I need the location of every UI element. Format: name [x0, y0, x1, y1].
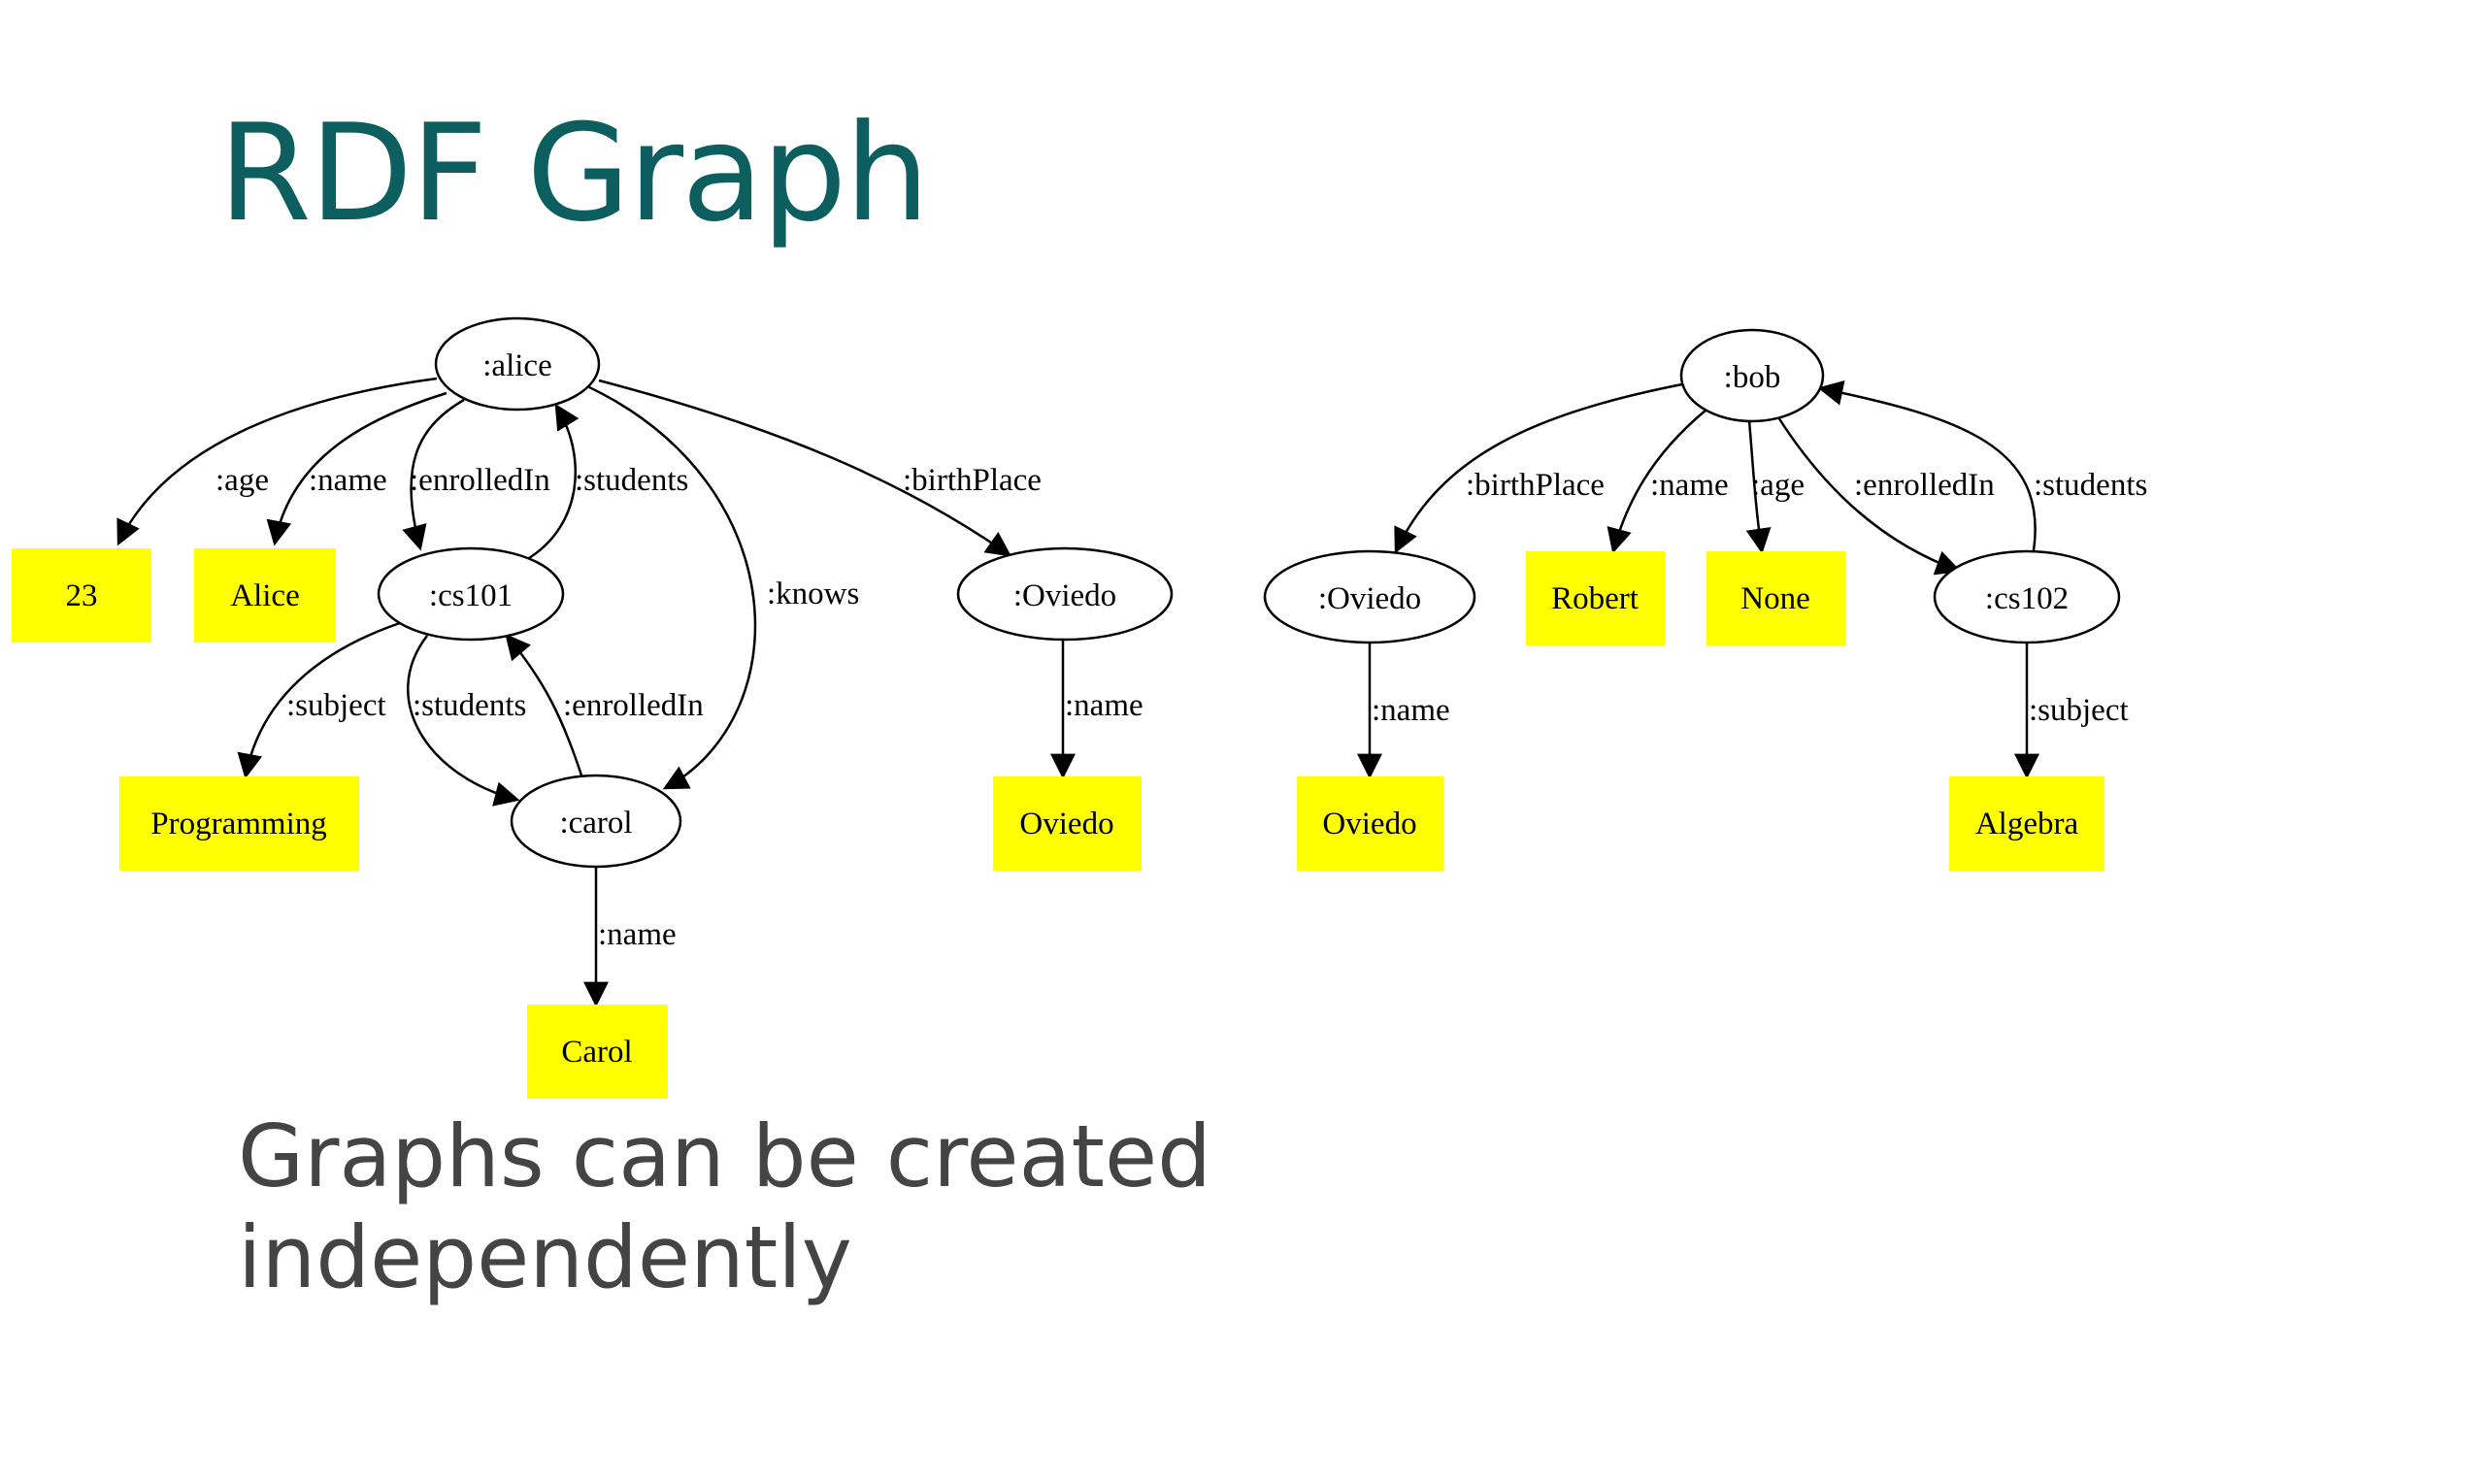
node-oviedo-right-label: :Oviedo	[1318, 581, 1421, 616]
edge-bob-birthPlace	[1394, 382, 1683, 554]
label-right-oviedo-name: :name	[1372, 693, 1450, 728]
label-name: :name	[309, 463, 387, 498]
edge-cs101-subject	[237, 621, 401, 779]
literal-age-23-label: 23	[66, 578, 98, 613]
literal-robert-label: Robert	[1551, 581, 1639, 616]
label-cs101-students: :students	[413, 688, 526, 723]
literal-oviedo-right: Oviedo	[1297, 776, 1443, 871]
node-bob: :bob	[1679, 328, 1825, 423]
edge-carol-enrolledIn	[505, 634, 584, 779]
right-graph-literals: Robert None Oviedo Algebra	[1297, 551, 2104, 871]
literal-programming: Programming	[119, 776, 359, 871]
literal-carol: Carol	[527, 1005, 668, 1099]
node-cs102-label: :cs102	[1985, 581, 2069, 616]
node-carol: :carol	[510, 774, 682, 869]
literal-carol-label: Carol	[561, 1035, 632, 1070]
label-right-students: :students	[2034, 468, 2147, 503]
label-carol-name: :name	[598, 917, 677, 952]
literal-none-label: None	[1740, 581, 1809, 616]
node-alice-label: :alice	[482, 348, 551, 383]
edge-cs102-students-bob	[1817, 380, 2037, 551]
node-cs101: :cs101	[377, 546, 565, 642]
literal-programming-label: Programming	[150, 807, 326, 841]
edge-alice-birthPlace	[598, 379, 1012, 557]
edge-bob-age	[1745, 419, 1772, 554]
label-knows: :knows	[767, 577, 859, 611]
label-right-subject: :subject	[2029, 693, 2129, 728]
edge-cs101-students-carol	[407, 635, 520, 807]
node-cs101-label: :cs101	[429, 578, 513, 613]
label-right-age: :age	[1751, 468, 1805, 503]
label-carol-enrolledIn: :enrolledIn	[563, 688, 704, 723]
caption-line-1: Graphs can be created	[238, 1106, 1211, 1206]
literal-oviedo-left-label: Oviedo	[1019, 807, 1113, 841]
node-carol-label: :carol	[559, 806, 632, 841]
edge-bob-enrolledIn	[1776, 416, 1962, 576]
slide-title: RDF Graph	[218, 95, 930, 251]
label-age: :age	[215, 463, 269, 498]
node-alice: :alice	[434, 316, 601, 412]
caption-line-2: independently	[238, 1207, 852, 1307]
literal-age-23: 23	[12, 548, 151, 643]
left-graph-nodes: :alice :cs101 :carol :Oviedo	[377, 316, 1174, 869]
label-right-name: :name	[1650, 468, 1729, 503]
literal-alice-label: Alice	[230, 578, 299, 613]
edge-bob-name	[1607, 409, 1707, 554]
label-right-birthPlace: :birthPlace	[1466, 468, 1605, 503]
edge-cs101-students-alice	[528, 403, 580, 560]
right-graph-nodes: :bob :Oviedo :cs102	[1263, 328, 2121, 644]
literal-oviedo-right-label: Oviedo	[1322, 807, 1416, 841]
node-bob-label: :bob	[1724, 360, 1781, 395]
node-cs102: :cs102	[1933, 549, 2121, 644]
label-birthPlace: :birthPlace	[903, 463, 1042, 498]
literal-none: None	[1706, 551, 1845, 645]
right-graph-edges	[1357, 380, 2039, 779]
node-oviedo-left-label: :Oviedo	[1013, 578, 1116, 613]
edge-alice-name	[266, 391, 447, 546]
left-graph-edges	[116, 377, 1076, 1007]
edge-alice-knows	[586, 384, 757, 790]
edge-alice-age	[116, 377, 438, 546]
node-oviedo-right: :Oviedo	[1263, 549, 1476, 644]
slide-caption: Graphs can be created independently	[238, 1106, 1403, 1308]
label-students: :students	[575, 463, 688, 498]
literal-algebra: Algebra	[1949, 776, 2104, 871]
label-subject: :subject	[286, 688, 386, 723]
left-graph-literals: 23 Alice Programming Oviedo Carol	[12, 548, 1142, 1099]
right-graph-edge-labels: :birthPlace :name :age :enrolledIn :stud…	[1372, 468, 2147, 728]
label-right-enrolledIn: :enrolledIn	[1854, 468, 1995, 503]
literal-alice: Alice	[194, 548, 336, 643]
edge-alice-enrolledIn	[402, 398, 465, 551]
node-oviedo-left: :Oviedo	[956, 546, 1174, 642]
left-graph-edge-labels: :age :name :enrolledIn :students :knows …	[215, 463, 1143, 952]
label-enrolledIn: :enrolledIn	[410, 463, 550, 498]
literal-oviedo-left: Oviedo	[993, 776, 1142, 871]
label-oviedo-name: :name	[1065, 688, 1143, 723]
literal-algebra-label: Algebra	[1975, 807, 2079, 841]
literal-robert: Robert	[1526, 551, 1665, 645]
